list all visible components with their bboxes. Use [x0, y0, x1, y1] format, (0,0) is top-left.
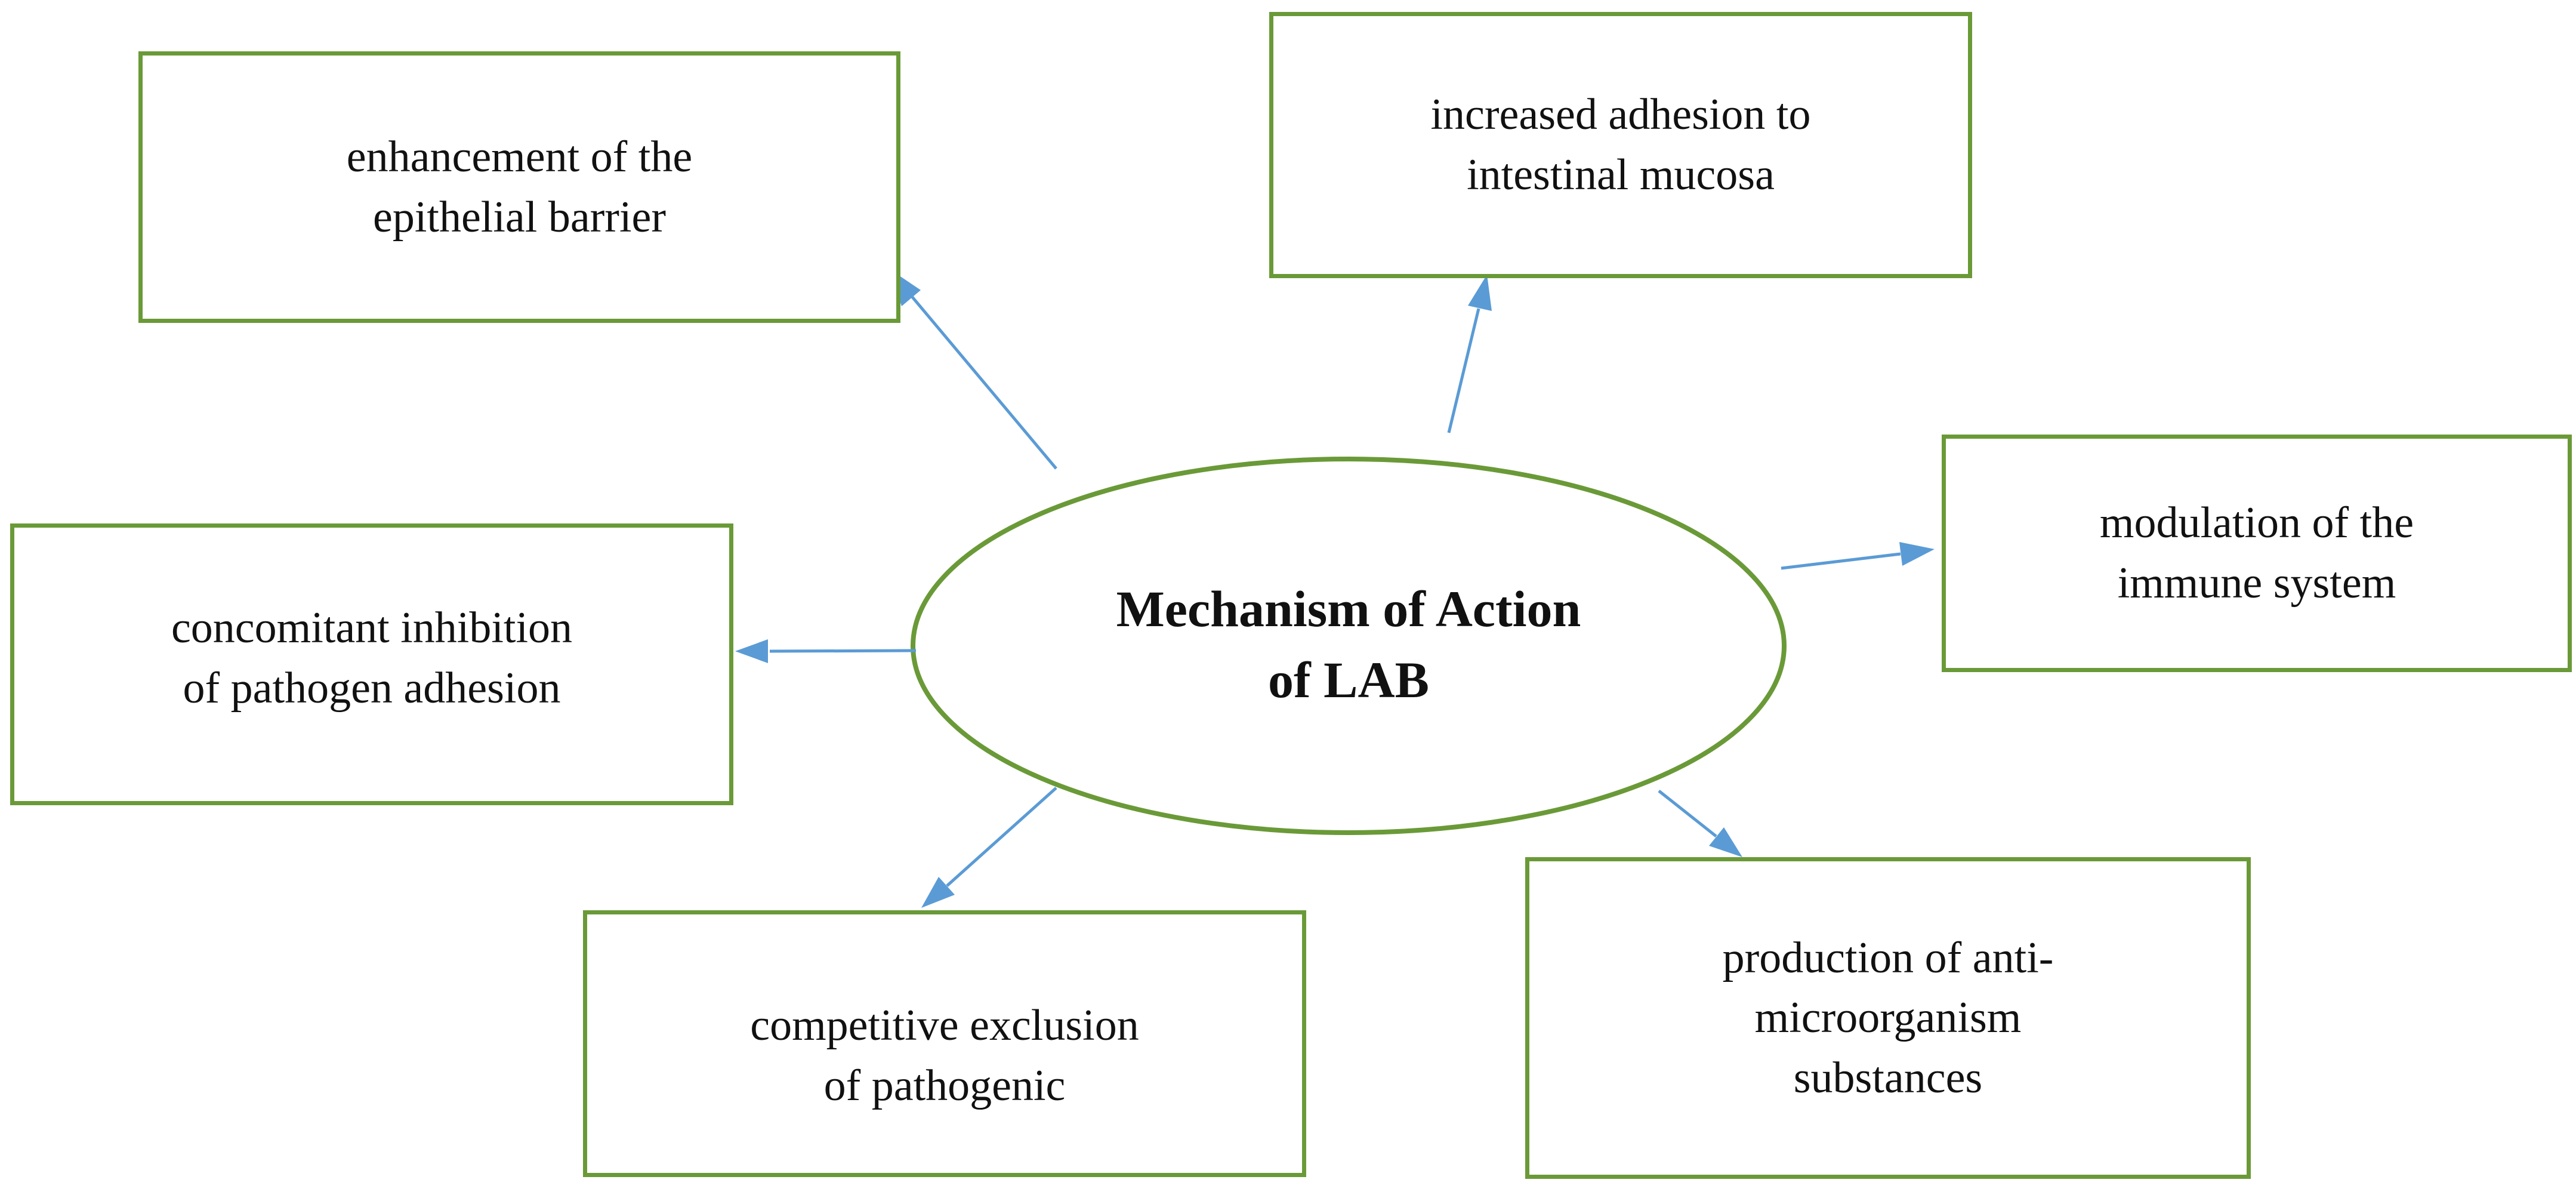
mechanism-label: concomitant inhibition of pathogen adhes…: [171, 603, 573, 713]
mechanism-box-antimicrobial-production: production of anti- microorganism substa…: [1525, 857, 2251, 1179]
arrow-to-competitive: [921, 787, 1057, 908]
mechanism-box-intestinal-adhesion: increased adhesion to intestinal mucosa: [1269, 12, 1972, 278]
mechanism-box-immune-modulation: modulation of the immune system: [1942, 435, 2572, 672]
mechanism-label: competitive exclusion of pathogenic: [750, 1000, 1139, 1110]
mechanism-label: modulation of the immune system: [2099, 498, 2414, 608]
mechanism-label: increased adhesion to intestinal mucosa: [1430, 90, 1811, 199]
mechanism-label: production of anti- microorganism substa…: [1722, 933, 2054, 1102]
arrow-to-concomitant: [735, 639, 917, 663]
arrow-to-production: [1658, 790, 1742, 857]
arrow-to-epithelial: [888, 268, 1057, 470]
mechanism-box-pathogen-adhesion-inhibition: concomitant inhibition of pathogen adhes…: [10, 523, 733, 805]
mechanism-label: enhancement of the epithelial barrier: [346, 132, 693, 242]
center-ellipse: [911, 457, 1787, 835]
mechanism-box-competitive-exclusion: competitive exclusion of pathogenic: [583, 910, 1306, 1177]
arrow-to-adhesion: [1447, 275, 1492, 433]
center-title: Mechanism of Action of LAB: [1116, 580, 1581, 709]
arrow-to-immune: [1781, 542, 1935, 570]
mechanism-box-epithelial-barrier: enhancement of the epithelial barrier: [138, 51, 900, 323]
